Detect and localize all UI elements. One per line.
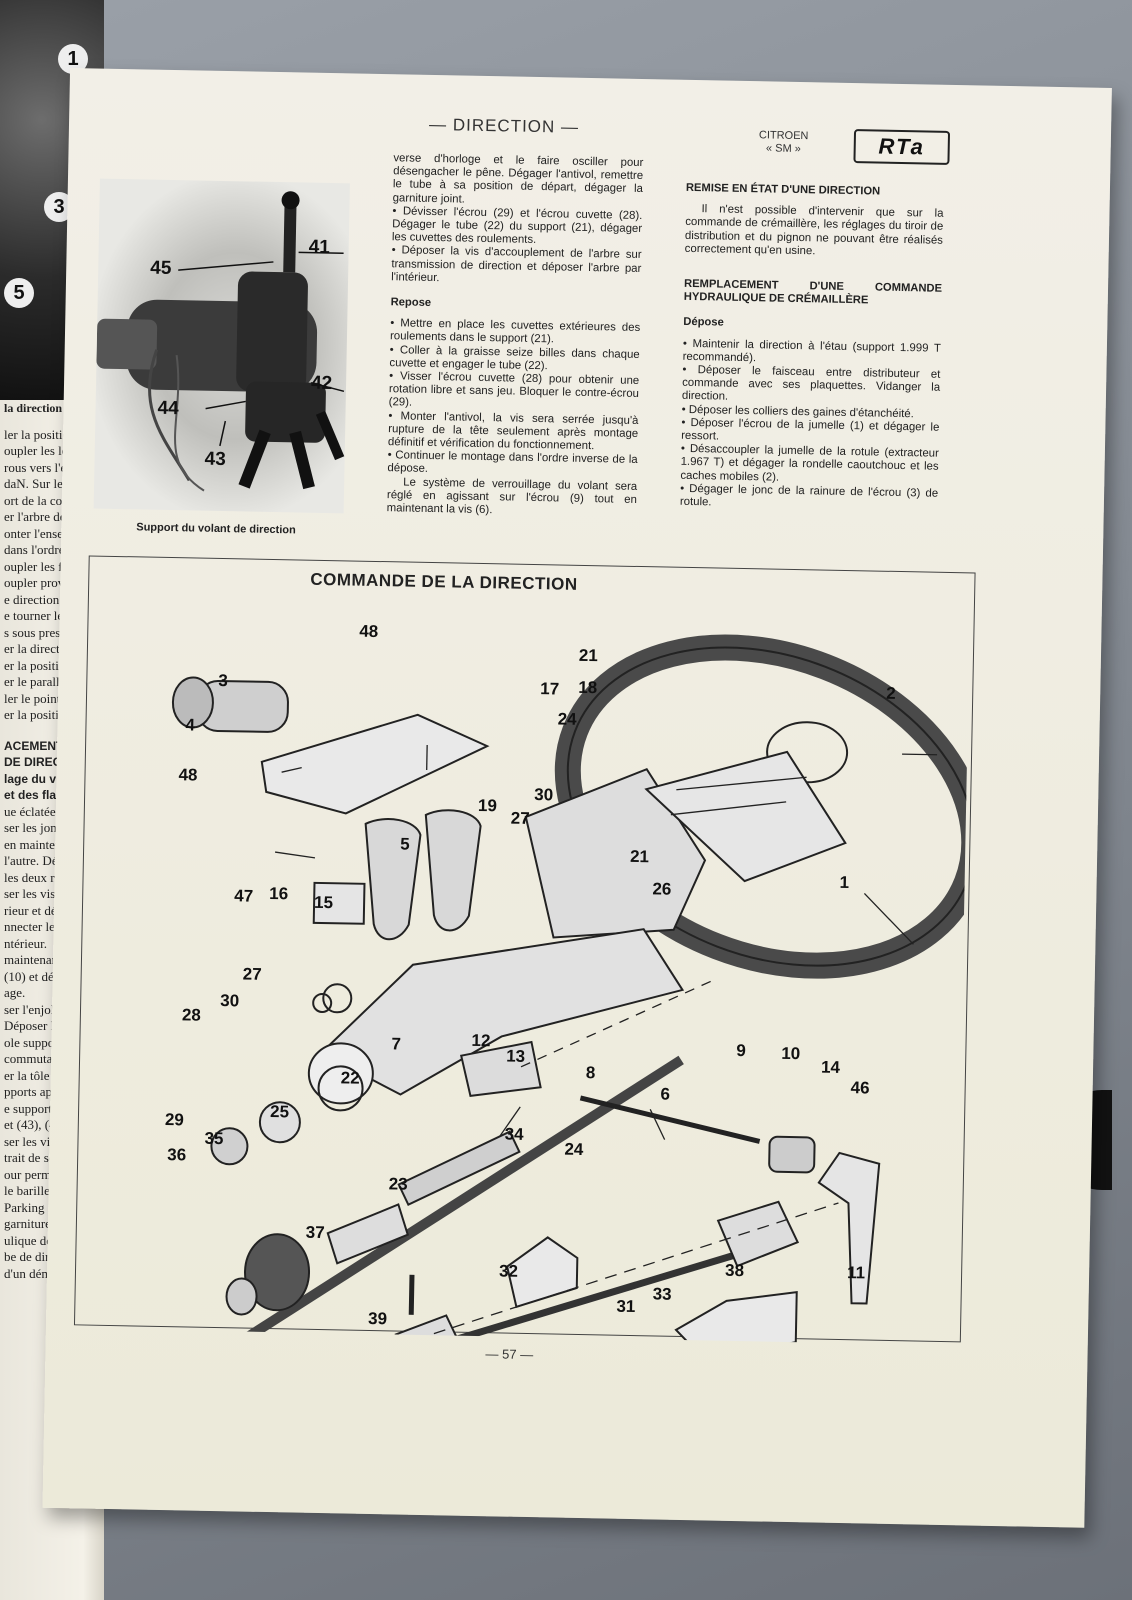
callout-label: 11 xyxy=(846,1263,866,1283)
callout-label: 27 xyxy=(242,964,262,984)
heading-remise-en-etat: REMISE EN ÉTAT D'UNE DIRECTION xyxy=(685,181,881,198)
callout-label: 8 xyxy=(585,1063,596,1083)
model-line: « SM » xyxy=(765,142,801,156)
callout-label: 16 xyxy=(269,883,289,904)
bullet-item: Dévisser l'écrou (29) et l'écrou cuvette… xyxy=(392,205,643,249)
callout-label: 36 xyxy=(167,1145,187,1165)
callout-label: 5 xyxy=(400,834,410,854)
callout-label: 12 xyxy=(471,1030,491,1051)
callout-label: 27 xyxy=(510,808,530,828)
photo-label: 45 xyxy=(150,257,172,279)
callout-label: 47 xyxy=(234,886,254,906)
text-line: Parking » xyxy=(4,1199,55,1215)
brand-line: CITROEN xyxy=(758,129,809,143)
text-line: daN. Sur le xyxy=(4,476,63,491)
callout-label: 21 xyxy=(578,645,599,666)
callout-label: 4 xyxy=(185,715,196,735)
callout-label: 14 xyxy=(820,1057,841,1077)
callout-label: 9 xyxy=(736,1040,747,1061)
callout-label: 13 xyxy=(506,1046,526,1066)
callout-label: 35 xyxy=(204,1128,224,1149)
callout-label: 18 xyxy=(578,677,598,698)
callout-label: 39 xyxy=(367,1308,388,1329)
callout-label: 22 xyxy=(340,1068,360,1088)
photo-label: 43 xyxy=(204,448,226,471)
subheading-depose: Dépose xyxy=(683,316,724,330)
bullet-item: Monter l'antivol, la vis sera serrée jus… xyxy=(388,410,639,454)
callout-label: 46 xyxy=(850,1078,870,1098)
callout-label: 21 xyxy=(629,846,650,867)
callout-label: 24 xyxy=(564,1139,584,1160)
heading-remplacement: REMPLACEMENT D'UNE COMMANDE HYDRAULIQUE … xyxy=(683,277,943,307)
photo-label: 41 xyxy=(308,236,331,259)
exploded-steering-diagram xyxy=(171,634,970,1346)
text-line: d'un dém xyxy=(4,1265,52,1281)
callout-label: 10 xyxy=(781,1043,801,1064)
callout-label: 48 xyxy=(359,621,379,642)
section-title: — DIRECTION — xyxy=(428,114,580,137)
photo-label: 42 xyxy=(310,372,333,395)
bullet-item: Déposer le faisceau entre distributeur e… xyxy=(682,364,941,409)
callout-label: 37 xyxy=(305,1222,325,1243)
bullet-item: Dégager le jonc de la rainure de l'écrou… xyxy=(680,483,938,514)
callout-label: 38 xyxy=(724,1260,745,1281)
callout-label: 25 xyxy=(269,1102,290,1122)
callout-label: 32 xyxy=(498,1261,519,1281)
callout-label: 23 xyxy=(388,1174,408,1194)
page-number: — 57 — xyxy=(485,1346,534,1363)
paragraph: Le système de verrouillage du volant ser… xyxy=(386,476,638,517)
callout-label: 2 xyxy=(886,683,896,703)
publisher-logo: RTa xyxy=(853,129,951,165)
right-text-column: REMISE EN ÉTAT D'UNE DIRECTION Il n'est … xyxy=(680,182,944,514)
text-line: ulique de xyxy=(4,1232,53,1248)
manual-page: — DIRECTION — CITROEN « SM » RTa 41 45 4… xyxy=(42,67,1112,1528)
photo-caption: Support du volant de direction xyxy=(136,521,296,537)
callout-label: 30 xyxy=(220,991,240,1011)
callout-label: 26 xyxy=(652,879,672,899)
callout-label: 6 xyxy=(660,1084,671,1104)
callout-label: 33 xyxy=(652,1284,672,1304)
bullet-item: Désaccoupler la jumelle de la rotule (ex… xyxy=(680,443,939,488)
text-line: age. xyxy=(4,985,26,1000)
steering-support-photo: 41 45 42 44 43 xyxy=(93,178,350,514)
text-line: ntérieur. xyxy=(4,935,47,951)
callout-label: 31 xyxy=(616,1296,636,1317)
bullet-item: Déposer la vis d'accouplement de l'arbre… xyxy=(391,245,642,289)
middle-text-column: verse d'horloge et le faire osciller pou… xyxy=(387,152,644,520)
callout-label: 48 xyxy=(178,765,198,785)
text-line: garniture xyxy=(4,1216,51,1231)
subheading-repose: Repose xyxy=(390,296,432,310)
paragraph: Il n'est possible d'intervenir que sur l… xyxy=(684,203,944,258)
left-caption: la direction xyxy=(4,401,63,415)
text-line: be de dire xyxy=(4,1249,56,1264)
callout-label: 28 xyxy=(181,1005,202,1025)
callout-label: 15 xyxy=(313,892,334,913)
callout-label: 19 xyxy=(477,795,498,816)
callout-label: 17 xyxy=(540,679,560,699)
vehicle-brand: CITROEN « SM » xyxy=(759,129,809,156)
bullet-item: Visser l'écrou cuvette (28) pour obtenir… xyxy=(389,370,640,414)
callout-label: 7 xyxy=(391,1034,402,1054)
callout-label: 3 xyxy=(218,670,229,691)
callout-label: 24 xyxy=(557,709,577,729)
callout-label: 30 xyxy=(534,785,554,805)
callout-label: 29 xyxy=(164,1110,185,1130)
callout-label: 34 xyxy=(504,1124,524,1144)
photo-label: 44 xyxy=(157,397,179,420)
left-photo-number: 5 xyxy=(4,278,34,308)
callout-label: 1 xyxy=(839,872,850,893)
paragraph: verse d'horloge et le faire osciller pou… xyxy=(392,152,644,206)
photo-illustration xyxy=(96,191,345,492)
